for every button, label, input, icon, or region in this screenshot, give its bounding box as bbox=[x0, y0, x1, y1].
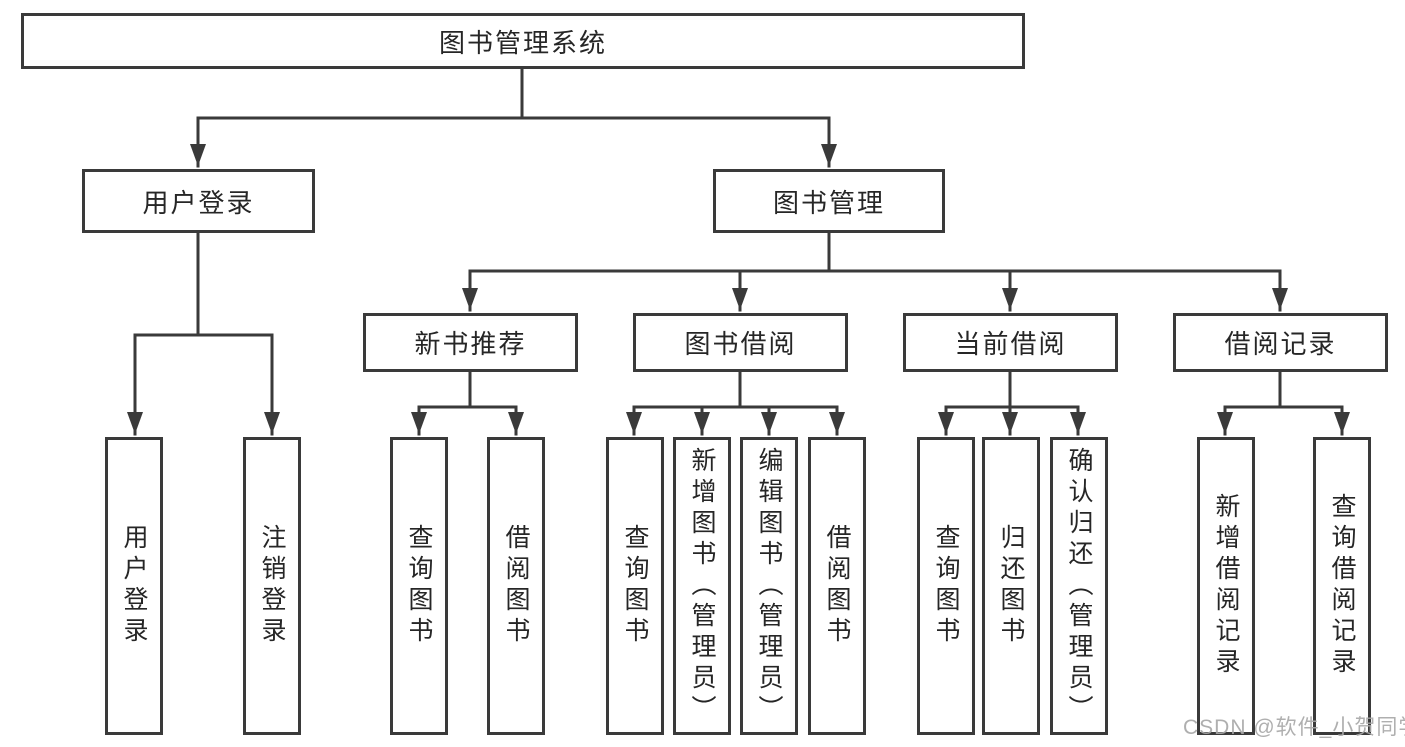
leaf-borrow-edit-book-admin: 编辑图书（管理员） bbox=[740, 437, 798, 735]
leaf-recommend-borrow-book: 借阅图书 bbox=[487, 437, 545, 735]
node-borrow-record: 借阅记录 bbox=[1173, 313, 1388, 372]
leaf-borrow-query-book: 查询图书 bbox=[606, 437, 664, 735]
leaf-user-login: 用户登录 bbox=[105, 437, 163, 735]
node-new-book-recommend: 新书推荐 bbox=[363, 313, 578, 372]
leaf-recommend-query-book: 查询图书 bbox=[390, 437, 448, 735]
node-user-login: 用户登录 bbox=[82, 169, 315, 233]
leaf-borrow-borrow-book: 借阅图书 bbox=[808, 437, 866, 735]
leaf-current-return-book: 归还图书 bbox=[982, 437, 1040, 735]
csdn-watermark: CSDN @软件_小贺同学 bbox=[1183, 716, 1405, 739]
leaf-current-confirm-return-admin: 确认归还（管理员） bbox=[1050, 437, 1108, 735]
node-root: 图书管理系统 bbox=[21, 13, 1025, 69]
leaf-record-add-record: 新增借阅记录 bbox=[1197, 437, 1255, 735]
connector-segments bbox=[127, 65, 1350, 436]
node-current-borrow: 当前借阅 bbox=[903, 313, 1118, 372]
leaf-current-query-book: 查询图书 bbox=[917, 437, 975, 735]
leaf-borrow-add-book-admin: 新增图书（管理员） bbox=[673, 437, 731, 735]
leaf-record-query-record: 查询借阅记录 bbox=[1313, 437, 1371, 735]
leaf-logout: 注销登录 bbox=[243, 437, 301, 735]
node-book-borrow: 图书借阅 bbox=[633, 313, 848, 372]
node-book-management: 图书管理 bbox=[713, 169, 945, 233]
